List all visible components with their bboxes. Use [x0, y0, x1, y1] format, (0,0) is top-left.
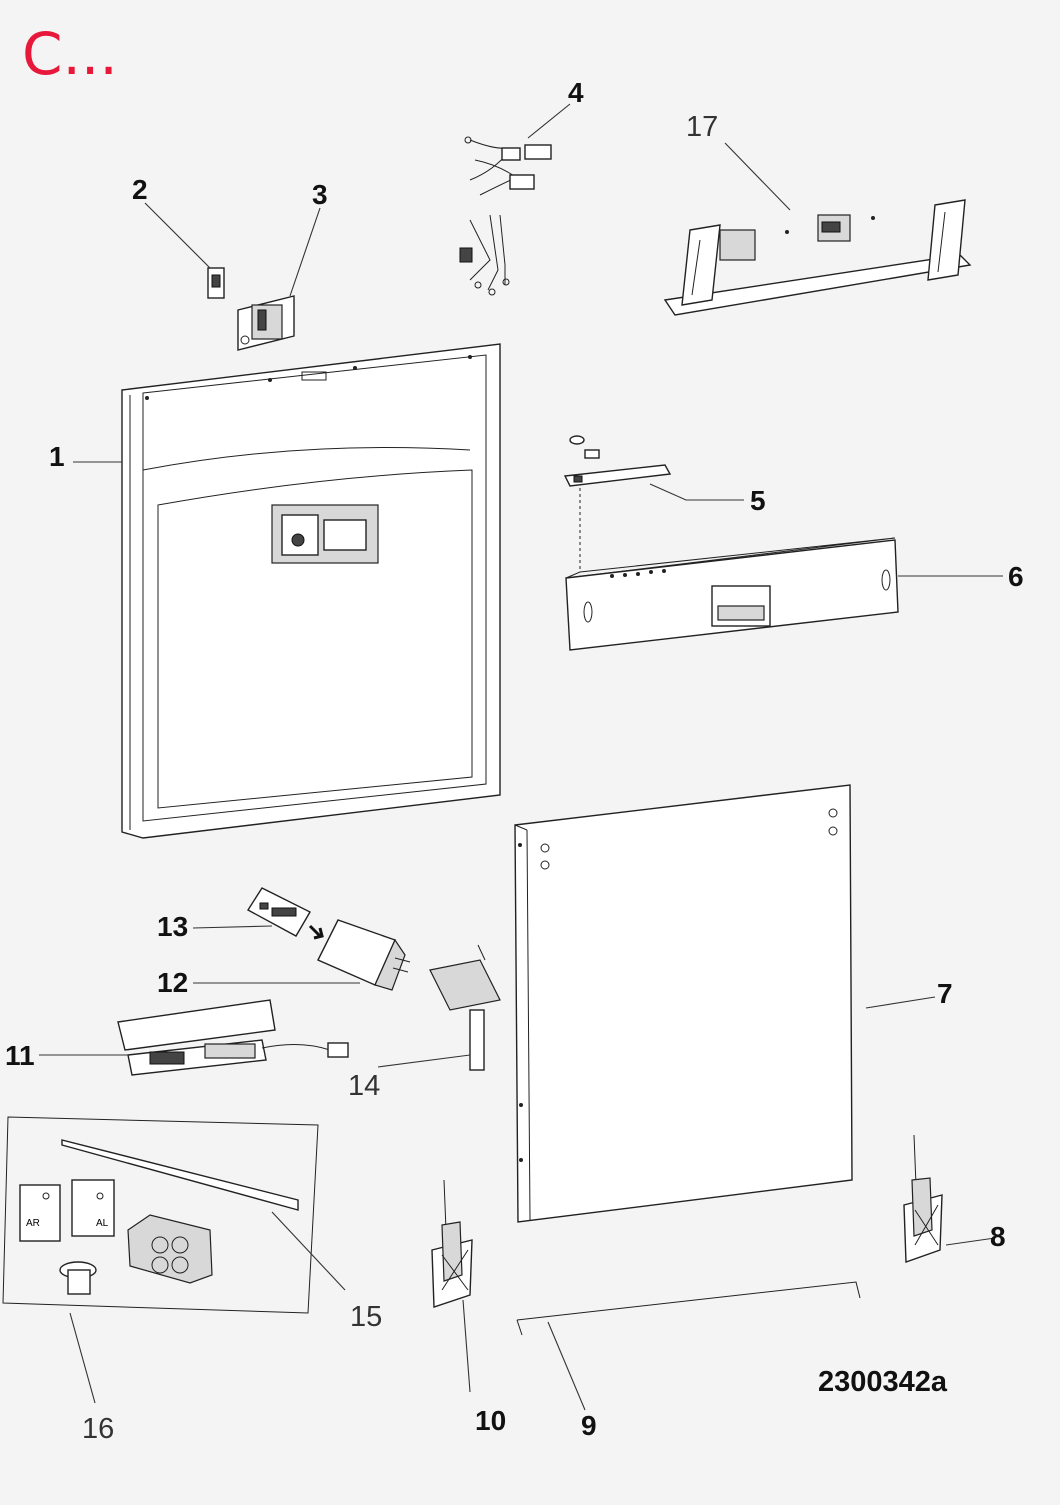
part-2-switch[interactable]	[207, 267, 225, 299]
part-8-hinge-right[interactable]	[903, 1134, 943, 1263]
callout-5: 5	[750, 485, 766, 516]
callout-13: 13	[157, 911, 188, 942]
part-3-door-lock[interactable]	[237, 295, 295, 351]
callout-4: 4	[568, 77, 584, 108]
part-15-strip[interactable]	[61, 1139, 299, 1211]
callout-7: 7	[937, 978, 953, 1009]
dispenser-module	[271, 504, 379, 564]
part-7-outer-door-panel[interactable]	[514, 784, 853, 1223]
callout-8: 8	[990, 1221, 1006, 1252]
part-11-control-board[interactable]	[117, 999, 349, 1076]
part-12-module[interactable]	[317, 919, 411, 991]
callout-6: 6	[1008, 561, 1024, 592]
part-6-control-panel[interactable]	[565, 537, 899, 651]
diagram-reference-code: 2300342a	[818, 1366, 948, 1398]
callout-11: 11	[5, 1040, 35, 1071]
part-17-control-bracket[interactable]	[663, 199, 972, 316]
part-9-rod[interactable]	[516, 1281, 861, 1336]
part-5-button-strip[interactable]	[563, 435, 672, 570]
hinge-label-ar: AR	[26, 1218, 40, 1229]
callout-2: 2	[132, 174, 148, 205]
callout-14: 14	[348, 1070, 380, 1102]
part-13-label[interactable]	[247, 887, 324, 940]
inset-box-parts-15-16: AR AL	[2, 1116, 319, 1314]
callout-1: 1	[49, 441, 65, 472]
part-4-wiring-harness[interactable]	[459, 136, 552, 296]
callout-16: 16	[82, 1413, 114, 1445]
part-16-hinge-kit[interactable]: AR AL	[19, 1179, 213, 1295]
callout-12: 12	[157, 967, 188, 998]
callout-17: 17	[686, 111, 718, 143]
part-14-sensor[interactable]	[429, 944, 501, 1071]
callout-15: 15	[350, 1301, 382, 1333]
hinge-label-al: AL	[96, 1218, 109, 1229]
callout-9: 9	[581, 1410, 597, 1441]
part-10-hinge-left[interactable]	[431, 1179, 473, 1308]
page-title: C...	[22, 20, 118, 88]
part-1-inner-door[interactable]	[121, 343, 501, 839]
callout-3: 3	[312, 179, 328, 210]
callout-10: 10	[475, 1405, 506, 1436]
